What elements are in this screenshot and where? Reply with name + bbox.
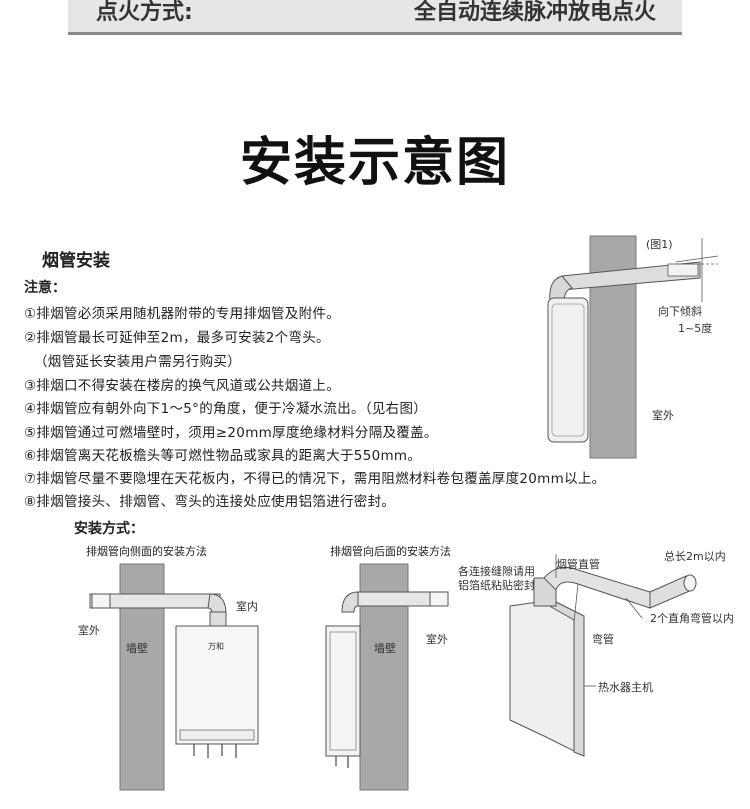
- back-wall: 墙壁: [374, 642, 396, 655]
- elbow-label: 弯管: [592, 633, 614, 646]
- note-3: ③排烟口不得安装在楼房的换气风道或公共烟道上。: [24, 378, 341, 394]
- section-title: 烟管安装: [42, 251, 110, 271]
- total-length-label: 总长2m以内: [664, 550, 726, 563]
- note-2: ②排烟管最长可延伸至2m，最多可安装2个弯头。: [24, 330, 330, 346]
- slope-label: 向下倾斜: [658, 305, 702, 318]
- note-7: ⑦排烟管尽量不要隐埋在天花板内，不得已的情况下，需用阻燃材料卷包覆盖厚度20mm…: [24, 471, 606, 487]
- side-caption: 排烟管向侧面的安装方法: [86, 545, 207, 558]
- page-title: 安装示意图: [239, 133, 510, 193]
- spec-row-ignition: 点火方式: 全自动连续脉冲放电点火: [68, 0, 682, 35]
- side-indoor: 室内: [236, 600, 258, 613]
- note-4: ④排烟管应有朝外向下1～5°的角度，便于冷凝水流出。（见右图）: [24, 401, 428, 417]
- spec-label: 点火方式:: [96, 0, 193, 25]
- figure-slope-diagram: [547, 235, 719, 459]
- figure1-tag: (图1): [646, 238, 673, 251]
- brand-logo: 万和: [208, 642, 224, 651]
- elbows-label: 2个直角弯管以内: [650, 612, 734, 625]
- side-wall: 墙壁: [126, 642, 148, 655]
- figure1-outdoor: 室外: [652, 409, 674, 422]
- pipe-detail-diagram: [509, 554, 697, 757]
- note-5: ⑤排烟管通过可燃墙壁时，须用≥20mm厚度绝缘材料分隔及覆盖。: [24, 425, 438, 441]
- note-6: ⑥排烟管离天花板檐头等可燃性物品或家具的距离大于550mm。: [24, 448, 422, 464]
- back-caption: 排烟管向后面的安装方法: [330, 545, 451, 558]
- slope-range: 1~5度: [678, 322, 713, 335]
- note-2-extra: （烟管延长安装用户需另行购买）: [34, 354, 241, 370]
- straight-pipe-label: 烟管直管: [556, 558, 600, 571]
- notes-label: 注意：: [24, 280, 66, 296]
- install-title: 安装方式：: [74, 521, 144, 537]
- note-8: ⑧排烟管接头、排烟管、弯头的连接处应使用铝箔进行密封。: [24, 494, 396, 510]
- side-install-diagram: [89, 563, 259, 791]
- side-outdoor: 室外: [78, 624, 100, 637]
- seal-note-2: 铝箔纸粘贴密封: [458, 579, 535, 592]
- back-install-diagram: [325, 563, 449, 791]
- back-outdoor: 室外: [426, 633, 448, 646]
- spec-value: 全自动连续脉冲放电点火: [413, 0, 656, 25]
- seal-note-1: 各连接缝隙请用: [458, 565, 535, 578]
- note-1: ①排烟管必须采用随机器附带的专用排烟管及附件。: [24, 306, 341, 322]
- heater-label: 热水器主机: [598, 681, 653, 694]
